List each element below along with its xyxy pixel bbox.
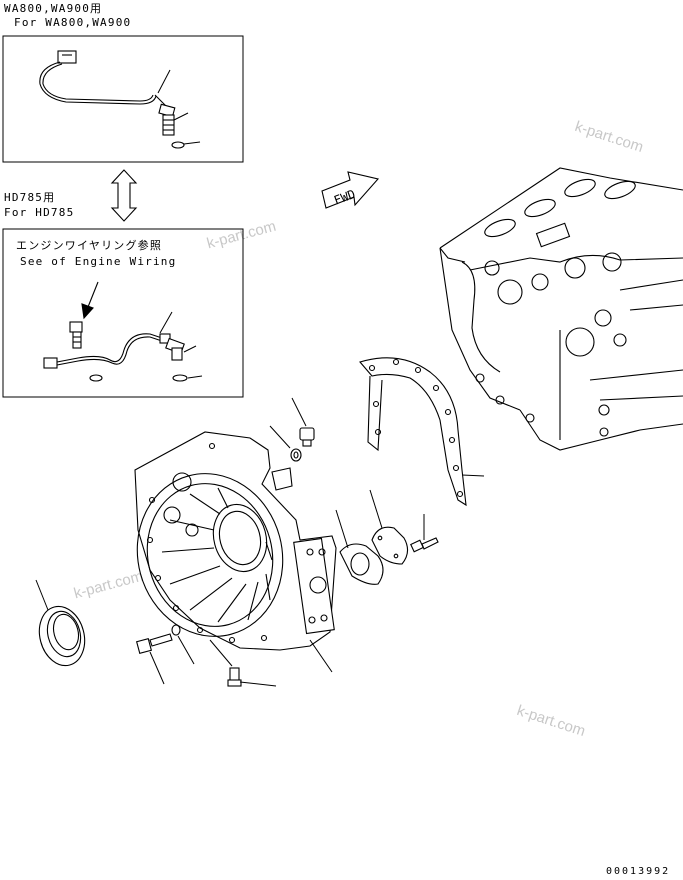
leader-line: [461, 474, 485, 477]
double-arrow-icon: [110, 169, 138, 222]
housing-bolt: [135, 624, 181, 655]
leader-line: [157, 69, 171, 94]
bottom-box-title-en: For HD785: [4, 206, 75, 219]
leader-line: [209, 639, 233, 667]
leader-line: [269, 425, 291, 449]
flywheel-housing: [134, 431, 337, 651]
leader-line: [183, 345, 197, 353]
speed-sensor-harness-wa: [39, 50, 185, 149]
engine-wiring-note-en: See of Engine Wiring: [20, 255, 177, 268]
drain-plug: [290, 427, 315, 462]
forward-arrow-icon: FWD: [321, 171, 380, 209]
top-box-title-en: For WA800,WA900: [14, 16, 132, 29]
leader-line: [35, 579, 49, 611]
leader-line: [291, 397, 307, 427]
leader-line: [177, 635, 195, 665]
leader-line: [183, 141, 201, 145]
gasket: [359, 357, 467, 507]
leader-line: [309, 639, 333, 673]
fwd-label: FWD: [332, 187, 357, 208]
leader-line: [369, 489, 383, 529]
leader-line: [187, 375, 203, 379]
cylinder-block: [439, 167, 683, 451]
leader-line: [149, 651, 165, 685]
bottom-box-title-jp: HD785用: [4, 191, 56, 204]
oil-seal: [38, 605, 86, 667]
drain-valve: [227, 667, 242, 687]
leader-line: [335, 509, 349, 549]
cover-bolt: [410, 537, 439, 553]
top-box-title-jp: WA800,WA900用: [4, 2, 103, 15]
engine-wiring-arrow-icon: [81, 281, 99, 320]
leader-line: [173, 112, 189, 121]
cover-plate: [371, 526, 409, 565]
leader-line: [239, 681, 277, 687]
cover-gasket: [339, 543, 384, 585]
engine-wiring-note-jp: エンジンワイヤリング参照: [16, 239, 163, 252]
speed-sensor-harness-hd: [43, 321, 188, 382]
wa-sensor-box: [2, 35, 244, 163]
leader-line: [159, 311, 173, 334]
drawing-number: 00013992: [606, 866, 671, 877]
hd-sensor-box: [2, 228, 244, 398]
